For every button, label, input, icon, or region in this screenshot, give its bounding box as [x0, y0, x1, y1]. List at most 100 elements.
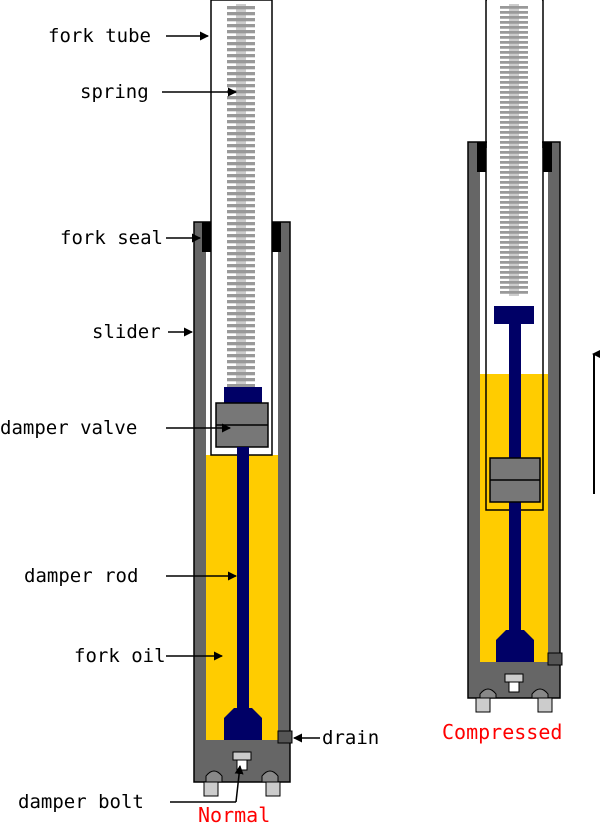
label-fork-oil: fork oil	[74, 645, 166, 667]
spring-coil	[227, 198, 255, 202]
spring-coil	[227, 18, 255, 22]
spring-coil	[500, 36, 528, 39]
caption-compressed: Compressed	[442, 720, 562, 744]
spring-coil	[227, 204, 255, 208]
spring-coil	[227, 120, 255, 124]
spring-coil	[500, 51, 528, 54]
spring-coil	[227, 108, 255, 112]
normal-fork	[193, 0, 293, 797]
spring-coil	[500, 76, 528, 79]
spring-coil	[227, 228, 255, 232]
spring-coil	[500, 71, 528, 74]
spring-coil	[500, 136, 528, 139]
label-damper-bolt: damper bolt	[18, 791, 144, 813]
spring-coil	[227, 342, 255, 346]
spring-coil	[227, 210, 255, 214]
spring-coil	[227, 300, 255, 304]
spring-coil	[500, 226, 528, 229]
label-slider: slider	[92, 321, 161, 343]
spring-coil	[227, 312, 255, 316]
spring-coil	[500, 81, 528, 84]
compressed-rod-cap	[494, 306, 534, 324]
spring-coil	[500, 116, 528, 119]
spring-coil	[227, 240, 255, 244]
label-drain: drain	[322, 727, 379, 749]
normal-fork-seal-right	[272, 222, 281, 252]
spring-coil	[500, 196, 528, 199]
spring-coil	[227, 90, 255, 94]
spring-coil	[500, 241, 528, 244]
spring-coil	[500, 11, 528, 14]
spring-coil	[227, 42, 255, 46]
normal-spring	[227, 4, 255, 388]
spring-coil	[227, 276, 255, 280]
spring-coil	[227, 324, 255, 328]
spring-coil	[500, 271, 528, 274]
spring-coil	[500, 276, 528, 279]
spring-coil	[227, 72, 255, 76]
spring-coil	[500, 166, 528, 169]
spring-coil	[500, 111, 528, 114]
spring-coil	[227, 186, 255, 190]
spring-coil	[500, 206, 528, 209]
spring-coil	[227, 246, 255, 250]
spring-coil	[500, 61, 528, 64]
spring-coil	[227, 384, 255, 388]
spring-coil	[500, 186, 528, 189]
spring-coil	[500, 291, 528, 294]
label-damper-valve: damper valve	[0, 417, 137, 439]
spring-coil	[500, 131, 528, 134]
spring-coil	[227, 132, 255, 136]
label-damper-rod: damper rod	[24, 565, 138, 587]
spring-coil	[500, 211, 528, 214]
spring-coil	[227, 288, 255, 292]
spring-coil	[227, 264, 255, 268]
spring-coil	[500, 31, 528, 34]
spring-coil	[227, 96, 255, 100]
spring-coil	[227, 36, 255, 40]
spring-coil	[227, 24, 255, 28]
spring-coil	[227, 6, 255, 10]
spring-coil	[500, 216, 528, 219]
spring-coil	[227, 30, 255, 34]
normal-valve-cap	[224, 387, 262, 403]
compressed-fork-seal-left	[477, 142, 486, 172]
spring-coil	[227, 138, 255, 142]
compressed-fork-seal-right	[543, 142, 552, 172]
label-fork-seal: fork seal	[60, 227, 163, 249]
spring-coil	[500, 266, 528, 269]
spring-coil	[500, 96, 528, 99]
spring-coil	[500, 141, 528, 144]
spring-coil	[227, 66, 255, 70]
spring-coil	[500, 181, 528, 184]
spring-coil	[227, 192, 255, 196]
spring-coil	[227, 306, 255, 310]
spring-coil	[227, 282, 255, 286]
spring-coil	[500, 236, 528, 239]
normal-fork-seal-left	[202, 222, 211, 252]
spring-coil	[227, 102, 255, 106]
normal-damper-rod	[237, 447, 249, 709]
spring-coil	[227, 144, 255, 148]
spring-coil	[500, 101, 528, 104]
spring-coil	[500, 171, 528, 174]
spring-coil	[500, 246, 528, 249]
spring-coil	[500, 91, 528, 94]
spring-coil	[227, 174, 255, 178]
spring-coil	[500, 121, 528, 124]
spring-coil	[500, 251, 528, 254]
spring-coil	[500, 56, 528, 59]
label-spring: spring	[80, 81, 149, 103]
normal-damper-bolt	[232, 751, 252, 761]
spring-coil	[227, 378, 255, 382]
spring-coil	[227, 372, 255, 376]
compressed-damper-bolt	[504, 673, 524, 683]
spring-coil	[227, 348, 255, 352]
spring-coil	[500, 106, 528, 109]
caption-normal: Normal	[198, 803, 270, 824]
spring-coil	[500, 261, 528, 264]
compressed-drain-plug	[547, 652, 563, 666]
spring-coil	[227, 126, 255, 130]
spring-coil	[227, 354, 255, 358]
